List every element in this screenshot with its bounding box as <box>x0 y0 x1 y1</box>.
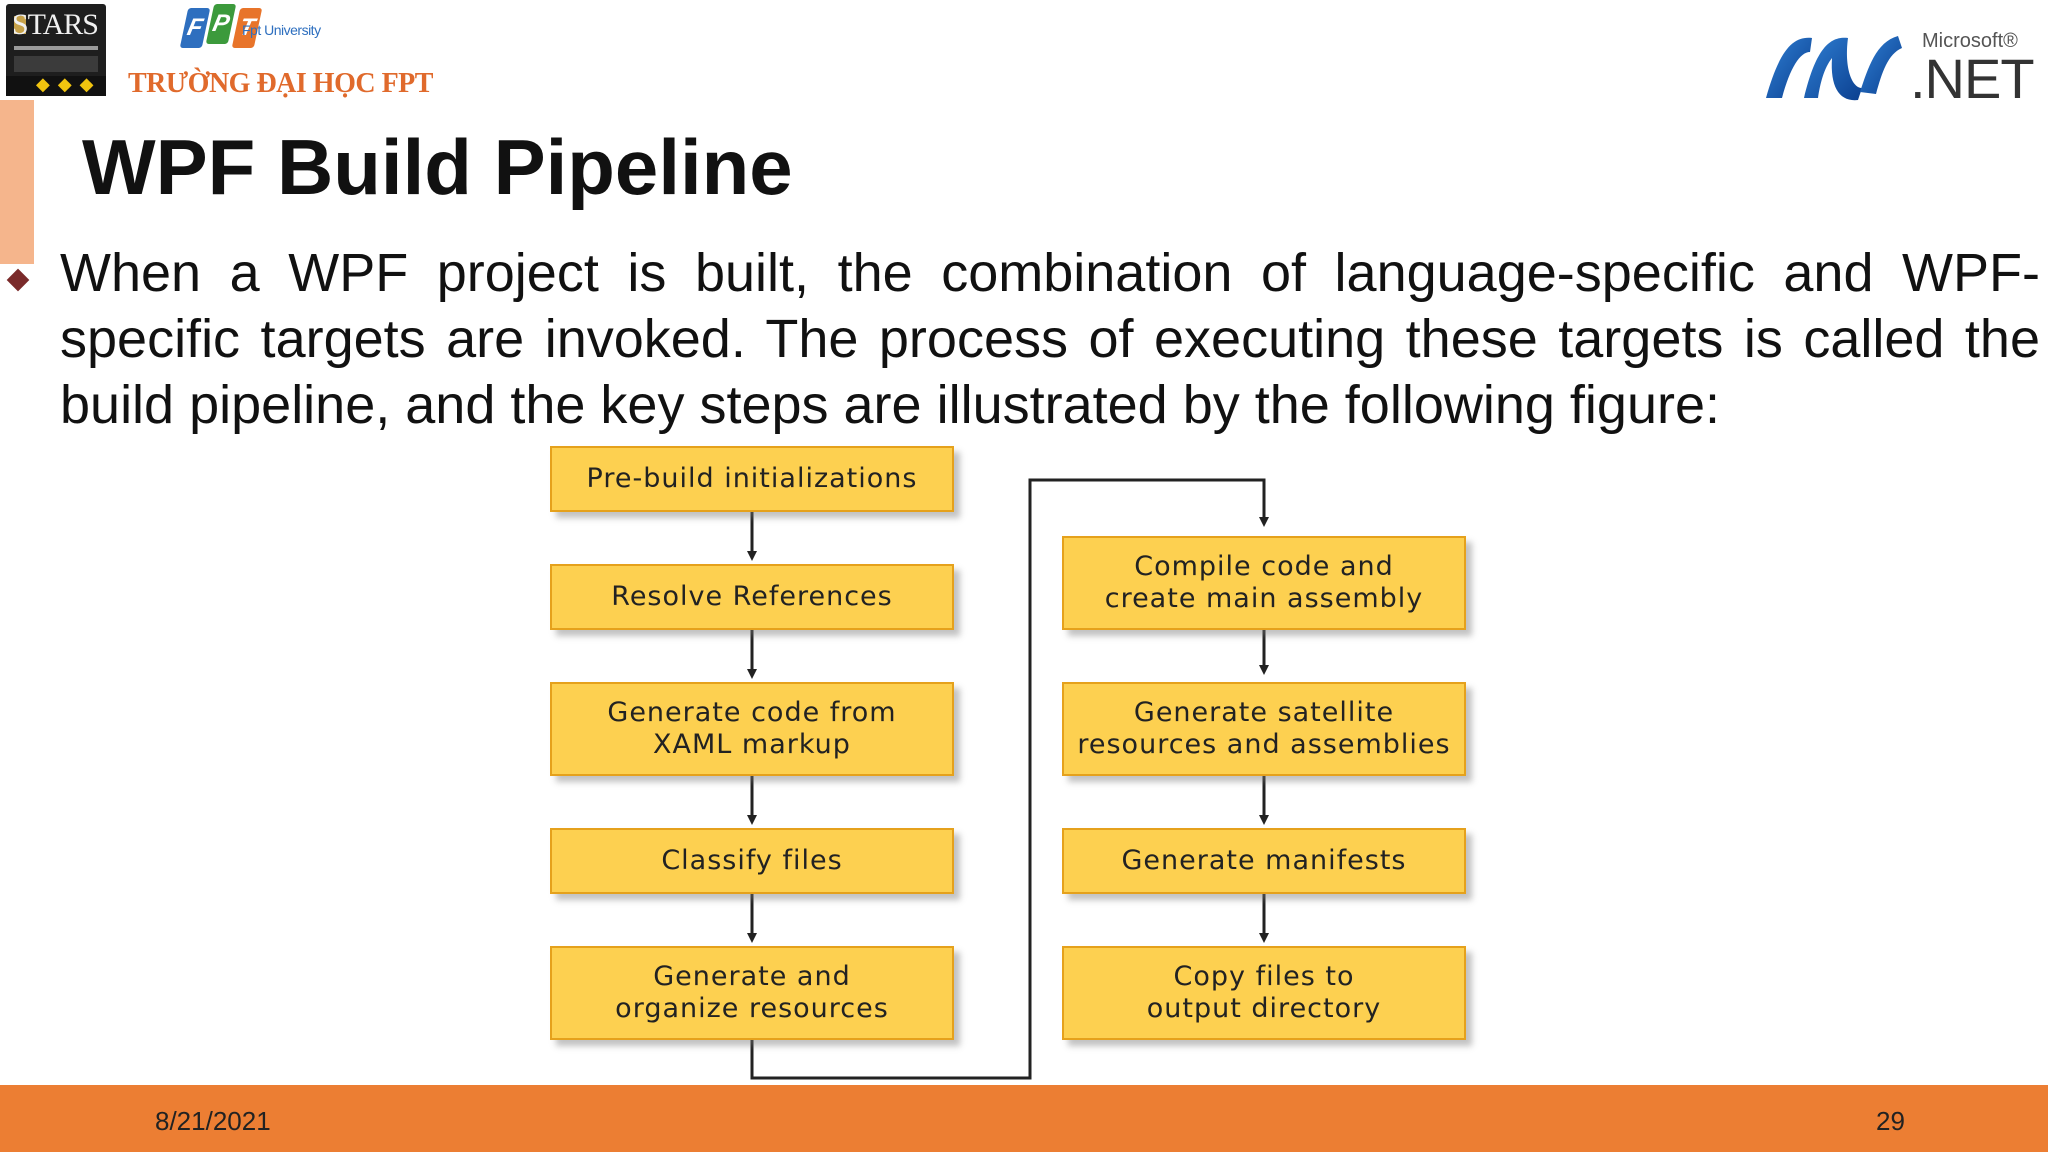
bullet-text: When a WPF project is built, the combina… <box>60 243 2040 435</box>
step-label-line-1: Generate satellite <box>1133 697 1395 728</box>
microsoft-label: Microsoft® <box>1922 30 2018 52</box>
step-resolve-references: Resolve References <box>550 564 954 630</box>
step-label-line-1: Generate code from <box>607 697 897 728</box>
net-label: .NET <box>1910 47 2035 110</box>
step-label: Classify files <box>661 845 843 876</box>
step-generate-satellite: Generate satellite resources and assembl… <box>1062 682 1466 776</box>
loop-connector <box>750 478 1269 1080</box>
slide-title: WPF Build Pipeline <box>82 123 793 211</box>
step-label-line-2: XAML markup <box>653 729 851 760</box>
left-accent-bar <box>0 100 34 264</box>
step-label-line-2: resources and assemblies <box>1077 729 1451 760</box>
stars-logo-subline <box>14 46 98 50</box>
footer-bar <box>0 1085 2048 1152</box>
step-label-line-2: create main assembly <box>1104 583 1424 614</box>
stars-logo: STARS ◆◆◆ <box>6 4 106 96</box>
dotnet-wave-icon <box>1766 36 1902 101</box>
stars-logo-ribbon <box>14 56 98 72</box>
step-label-line-2: organize resources <box>615 993 889 1024</box>
step-compile-code: Compile code and create main assembly <box>1062 536 1466 630</box>
footer-date: 8/21/2021 <box>155 1106 271 1136</box>
dotnet-logo: Microsoft® .NET <box>1760 28 2035 110</box>
fpt-university-label: Fpt University <box>242 22 321 38</box>
stars-logo-text: STARS <box>12 8 99 41</box>
stars-logo-square <box>14 16 26 34</box>
fpt-logo: F P T Fpt University <box>179 4 380 60</box>
step-pre-build-initializations: Pre-build initializations <box>550 446 954 512</box>
step-copy-files: Copy files to output directory <box>1062 946 1466 1040</box>
step-label-line-1: Generate and <box>653 961 851 992</box>
footer-page-number: 29 <box>1876 1106 1905 1136</box>
step-label-line-1: Copy files to <box>1173 961 1355 992</box>
step-label: Generate manifests <box>1121 845 1407 876</box>
step-label-line-2: output directory <box>1146 993 1382 1024</box>
stars-logo-bar <box>6 76 106 96</box>
step-label-line-1: Compile code and <box>1134 551 1394 582</box>
school-name: TRƯỜNG ĐẠI HỌC FPT <box>128 68 433 99</box>
step-generate-manifests: Generate manifests <box>1062 828 1466 894</box>
stars-logo-dots: ◆◆◆ <box>36 74 102 94</box>
step-generate-code-from-xaml: Generate code from XAML markup <box>550 682 954 776</box>
step-generate-organize-resources: Generate and organize resources <box>550 946 954 1040</box>
step-classify-files: Classify files <box>550 828 954 894</box>
step-label: Pre-build initializations <box>586 463 918 494</box>
step-label: Resolve References <box>611 581 893 612</box>
